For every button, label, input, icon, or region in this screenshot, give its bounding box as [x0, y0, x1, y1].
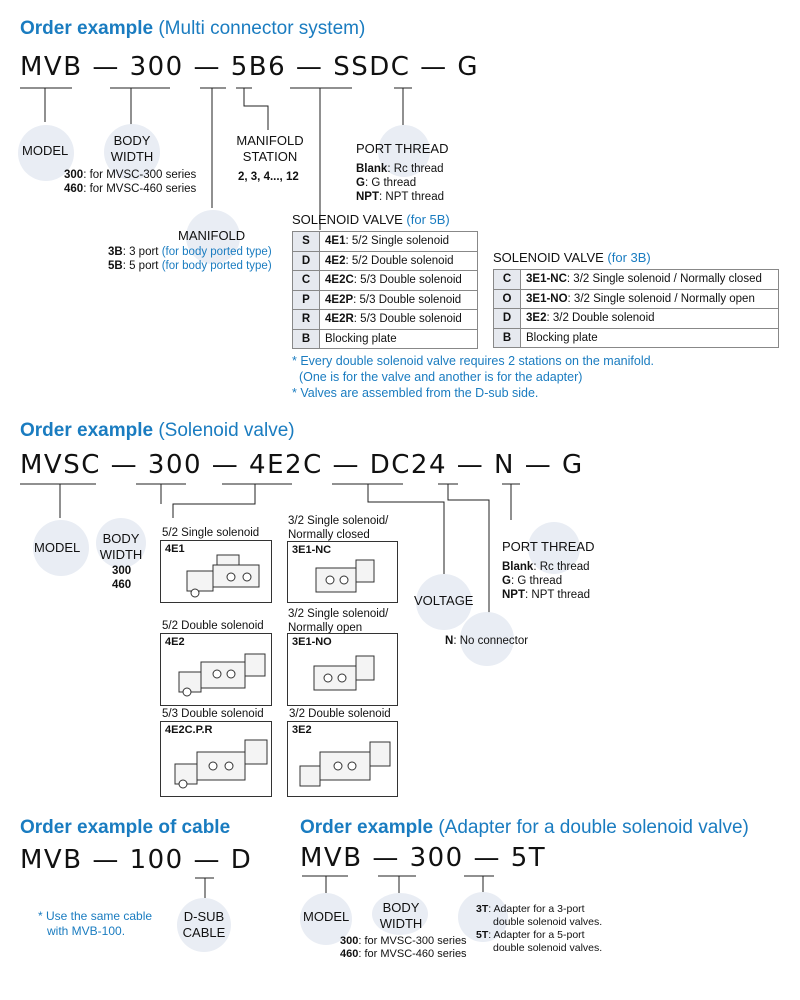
manifold-bubble: [186, 210, 240, 264]
note-double-solenoid: * Every double solenoid valve requires 2…: [292, 354, 655, 368]
valve-caption-4e2: 5/2 Double solenoid: [162, 620, 264, 632]
model-bubble: [18, 125, 74, 181]
body-width-bubble-4: [372, 893, 428, 935]
sv3b-title: SOLENOID VALVE (for 3B): [493, 250, 651, 265]
valve-image-3e2: 3E2: [287, 721, 398, 797]
body-width-bubble: [104, 124, 160, 180]
manifold-option-5b: 5B: 5 port (for body ported type): [108, 260, 272, 272]
body-width-option-460: 460: for MVSC-460 series: [64, 183, 197, 195]
valve-image-3e1no: 3E1-NO: [287, 633, 398, 706]
port-thread-2-option-blank: Blank: Rc thread: [502, 561, 590, 573]
valve-caption-4e2c: 5/3 Double solenoid: [162, 708, 264, 720]
manifold-station-values: 2, 3, 4..., 12: [238, 171, 299, 183]
valve-3e1nc-drawing: [315, 559, 375, 593]
section2-title: Order example (Solenoid valve): [20, 420, 295, 441]
valve-4e1-drawing: [186, 554, 260, 598]
valve-image-3e1nc: 3E1-NC: [287, 541, 398, 603]
port-thread-2-option-npt: NPT: NPT thread: [502, 589, 590, 601]
port-thread-bubble-2: [528, 522, 580, 574]
port-thread-option-g: G: G thread: [356, 177, 417, 189]
model-bubble-4: [300, 893, 352, 945]
model-bubble-2: [33, 520, 89, 576]
port-thread-option-blank: Blank: Rc thread: [356, 163, 444, 175]
section4-title: Order example (Adapter for a double sole…: [300, 817, 749, 838]
section1-title: Order example (Multi connector system): [20, 18, 366, 39]
manifold-option-3b: 3B: 3 port (for body ported type): [108, 246, 272, 258]
section1-order-code: MVB — 300 — 5B6 — SSDC — G: [20, 52, 480, 82]
valve-caption-3e2: 3/2 Double solenoid: [289, 708, 391, 720]
section4-order-code: MVB — 300 — 5T: [300, 843, 547, 873]
body-width-option-300: 300: for MVSC-300 series: [64, 169, 197, 181]
dsub-bubble: [177, 898, 231, 952]
adapter-option-3t: 3T: Adapter for a 3-port double solenoid…: [476, 903, 603, 928]
adapter-body-width-300: 300: for MVSC-300 series: [340, 935, 467, 947]
port-thread-bubble: [378, 125, 430, 177]
section3-order-code: MVB — 100 — D: [20, 845, 253, 875]
manifold-label: MANIFOLD: [178, 228, 246, 243]
sv5b-title: SOLENOID VALVE (for 5B): [292, 212, 450, 227]
valve-image-4e2: 4E2: [160, 633, 272, 706]
port-thread-2-option-g: G: G thread: [502, 575, 563, 587]
note-dsub-side: * Valves are assembled from the D-sub si…: [292, 386, 539, 400]
adapter-bubble: [458, 892, 508, 942]
connector-bubble: [460, 612, 514, 666]
valve-3e1no-drawing: [313, 655, 375, 691]
no-connector-option: N: No connector: [445, 635, 529, 647]
model-label-4: MODEL: [303, 909, 350, 924]
body-width-bubble-2: [96, 518, 146, 568]
voltage-label: VOLTAGE: [414, 593, 474, 608]
port-thread-option-npt: NPT: NPT thread: [356, 191, 444, 203]
valve-caption-3e1no: 3/2 Single solenoid/Normally open: [288, 608, 389, 634]
valve-4e2-drawing: [178, 653, 266, 697]
note-adapter: (One is for the valve and another is for…: [292, 370, 583, 384]
adapter-option-5t: 5T: Adapter for a 5-port double solenoid…: [476, 929, 603, 954]
valve-4e2c-drawing: [174, 739, 268, 789]
valve-image-4e1: 4E1: [160, 540, 272, 603]
model-label-2: MODEL: [34, 540, 81, 555]
section2-order-code: MVSC — 300 — 4E2C — DC24 — N — G: [20, 450, 584, 480]
valve-3e2-drawing: [299, 741, 391, 787]
valve-image-4e2c: 4E2C.P.R: [160, 721, 272, 797]
adapter-body-width-460: 460: for MVSC-460 series: [340, 948, 467, 960]
body-width-value-300: 300: [112, 565, 132, 577]
valve-caption-3e1nc: 3/2 Single solenoid/Normally closed: [288, 515, 389, 541]
valve-caption-4e1: 5/2 Single solenoid: [162, 527, 260, 539]
model-label: MODEL: [22, 143, 69, 158]
section3-title: Order example of cable: [20, 817, 231, 838]
body-width-value-460: 460: [112, 579, 132, 591]
port-thread-label-2: PORT THREAD: [502, 539, 595, 554]
voltage-bubble: [416, 574, 472, 630]
port-thread-label: PORT THREAD: [356, 141, 449, 156]
